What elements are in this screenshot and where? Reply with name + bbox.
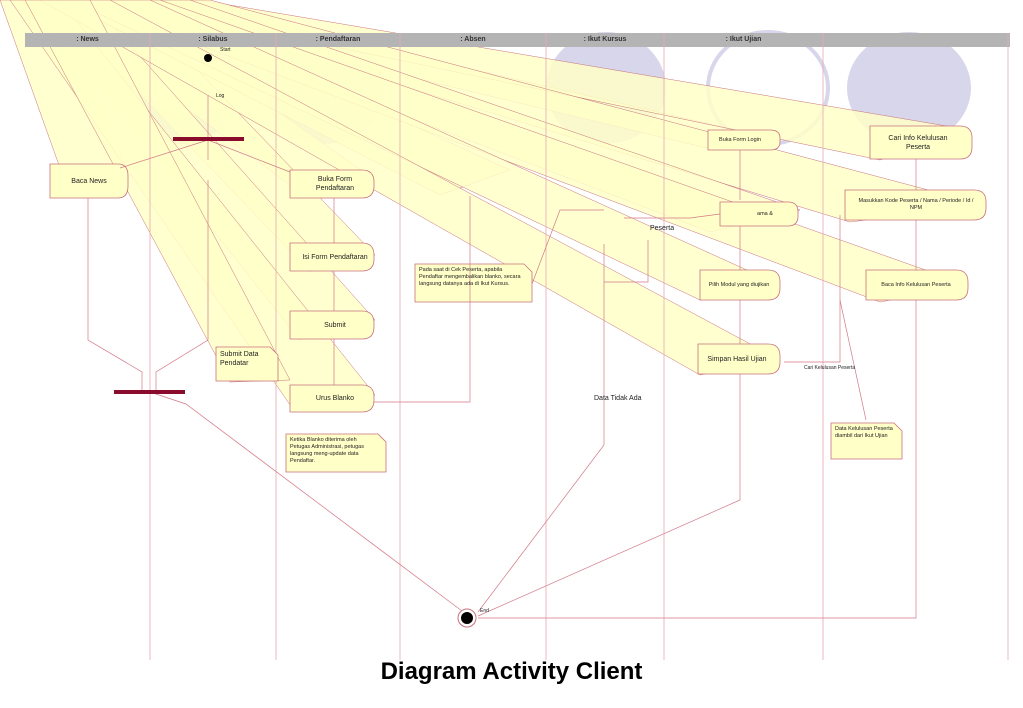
flow-line xyxy=(374,196,471,403)
lane-header-blank xyxy=(823,33,1008,47)
activity-shape-buka-login xyxy=(707,129,781,151)
activity-shape-baca-news xyxy=(49,163,129,199)
swimlane-header-bar xyxy=(25,33,1010,47)
flow-lines xyxy=(87,95,917,619)
activity-shape-partial-ama xyxy=(719,201,799,227)
lane-separators xyxy=(149,33,1009,660)
activity-shape-baca-info xyxy=(865,269,969,301)
flow-line xyxy=(477,244,605,613)
activity-simpan-hasil-ujian: Simpan Hasil Ujian xyxy=(707,355,767,363)
fork-bar xyxy=(173,137,244,141)
join-bar xyxy=(114,390,185,394)
activity-partial-ama: ama & xyxy=(757,210,773,217)
note-blanko-diterima: Ketika Blanko diterima oleh Petugas Admi… xyxy=(290,437,364,464)
lane-header-absen: : Absen xyxy=(460,36,486,43)
lane-header-ikut-kursus: : Ikut Kursus xyxy=(583,36,627,43)
lane-header-ikut-ujian: : Ikut Ujian xyxy=(725,36,762,43)
note-shape-blanko xyxy=(285,433,387,473)
label-data-tidak-ada: Data Tidak Ada xyxy=(594,395,642,402)
activity-shape-urus-blanko xyxy=(289,384,375,413)
activity-baca-info-kelulusan: Baca Info Kelulusan Peserta xyxy=(881,281,951,288)
lane-header-news: : News xyxy=(76,36,99,43)
flow-line xyxy=(784,215,841,363)
diagram-title: Diagram Activity Client xyxy=(380,658,643,685)
lane-header-silabus: : Silabus xyxy=(198,36,228,43)
activity-buka-form-login: Buka Form Login xyxy=(719,136,761,143)
note-shapes xyxy=(215,263,903,473)
activity-shape-simpan-hasil xyxy=(697,343,781,375)
note-shape-submit xyxy=(215,346,279,382)
end-node xyxy=(461,612,473,624)
activity-shape-masukkan-kode xyxy=(844,189,987,221)
flow-line xyxy=(478,300,917,619)
flow-line xyxy=(87,198,143,390)
flow-line xyxy=(531,209,604,285)
activity-submit: Submit xyxy=(324,321,346,329)
label-start: Start xyxy=(220,47,231,53)
beam xyxy=(24,0,291,383)
label-partial-log: Log xyxy=(216,93,225,99)
activity-shape-buka-form xyxy=(289,169,375,199)
flow-line xyxy=(149,391,467,615)
note-shape-kelulusan xyxy=(830,422,903,460)
flow-line xyxy=(477,374,741,617)
activity-buka-form-pendaftaran: Buka Form Pendaftaran xyxy=(315,176,355,192)
note-cek-peserta: Pada saat di Cek Peserta, apabila Pendaf… xyxy=(419,267,521,287)
activity-masukkan-kode: Masukkan Kode Peserta / Nama / Periode /… xyxy=(858,198,974,211)
label-end: End xyxy=(480,608,489,614)
note-data-kelulusan: Data Kelulusan Peserta diambil dari Ikut… xyxy=(835,426,893,439)
flow-line xyxy=(604,240,649,283)
note-shape-cek xyxy=(414,263,533,303)
activity-shape-pilih-modul xyxy=(699,269,781,301)
activity-cari-info-kelulusan: Cari Info Kelulusan Peserta xyxy=(888,134,948,151)
activity-shape-cari-info xyxy=(869,125,973,160)
flow-line xyxy=(155,180,209,390)
activity-shape-isi-form xyxy=(289,242,375,272)
label-cari-kelulusan: Cari Kelulusan Peserta xyxy=(804,365,856,371)
activity-baca-news: Baca News xyxy=(71,177,107,185)
start-node xyxy=(204,54,212,62)
projection-beams xyxy=(0,0,986,413)
flow-line xyxy=(119,139,209,169)
activity-shape-submit xyxy=(289,310,375,340)
activity-pilih-modul: Pilih Modul yang diujikan xyxy=(708,281,770,288)
flow-line xyxy=(839,299,867,421)
activity-urus-blanko: Urus Blanko xyxy=(315,395,355,402)
lane-header-pendaftaran: : Pendaftaran xyxy=(315,36,361,43)
activity-shapes xyxy=(49,125,987,413)
note-submit-data: Submit Data Pendatar xyxy=(220,351,259,367)
activity-isi-form-pendaftaran: Isi Form Pendaftaran xyxy=(302,253,368,261)
flow-line xyxy=(624,213,721,219)
flow-line xyxy=(207,139,291,173)
activity-partial-peserta: Peserta xyxy=(650,225,675,232)
